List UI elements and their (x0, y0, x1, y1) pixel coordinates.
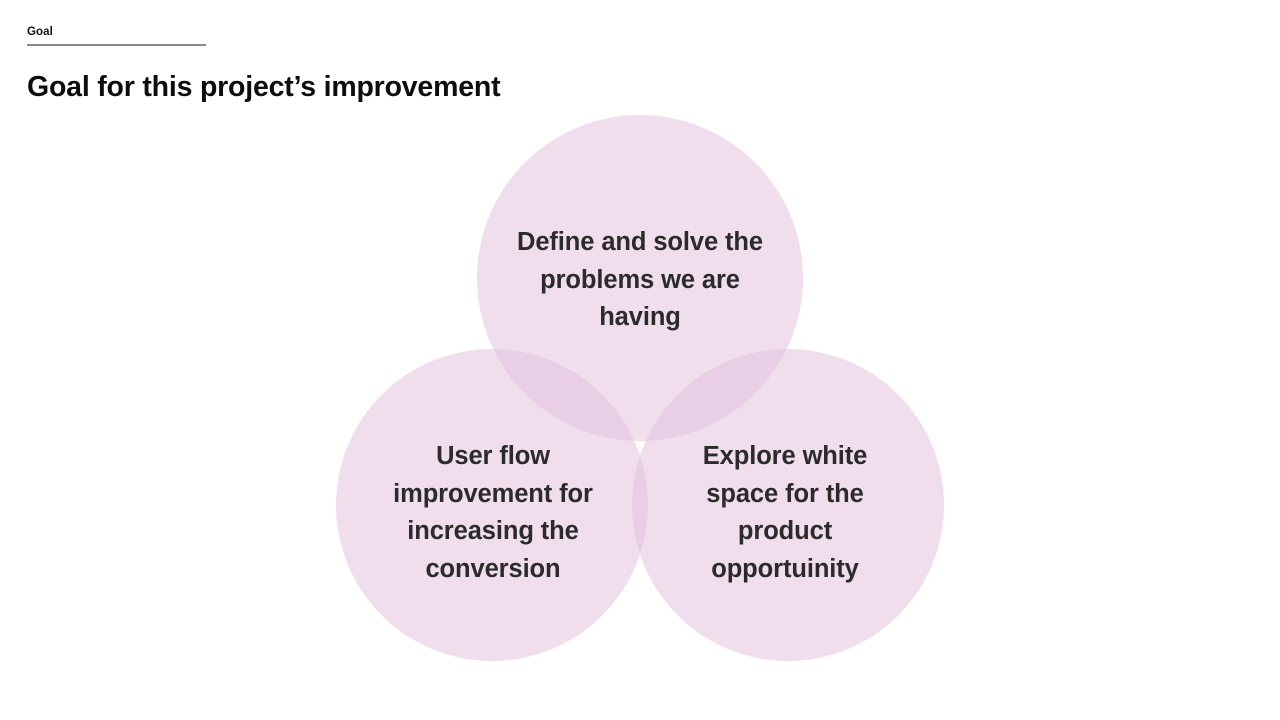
venn-circle-right (632, 349, 944, 661)
venn-label-left: User flow improvement for increasing the… (393, 442, 593, 583)
venn-label-top: Define and solve the problems we are hav… (517, 228, 763, 331)
venn-circle-left (336, 349, 648, 661)
venn-circles (336, 115, 944, 661)
eyebrow-divider (27, 44, 206, 46)
page-title: Goal for this project’s improvement (27, 71, 501, 103)
section-label: Goal (27, 26, 53, 38)
venn-label-right: Explore white space for the product oppo… (702, 442, 868, 583)
section-eyebrow: Goal (27, 25, 207, 46)
venn-circle-top (477, 115, 803, 441)
